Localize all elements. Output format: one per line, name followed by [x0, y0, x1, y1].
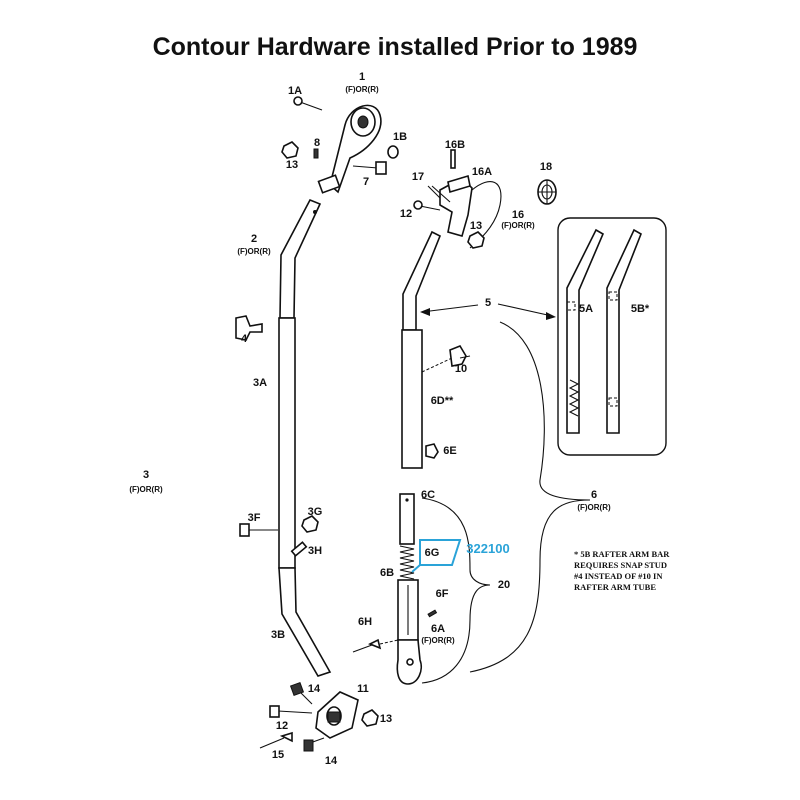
- note-line-2: REQUIRES SNAP STUD: [574, 560, 667, 570]
- part-3g-nut: [301, 515, 319, 533]
- part-6b-slide: [397, 579, 419, 641]
- label-17: 17: [412, 171, 424, 183]
- part-3h-pin: [290, 541, 308, 557]
- diagram-title: Contour Hardware installed Prior to 1989: [153, 33, 638, 61]
- label-2-sub: (F)OR(R): [237, 247, 271, 256]
- label-1: 1: [359, 71, 365, 83]
- label-5: 5: [485, 297, 491, 309]
- label-20: 20: [498, 579, 510, 591]
- part-6h-rivet: [352, 638, 399, 653]
- label-16a: 16A: [472, 166, 492, 178]
- brace-20: [421, 497, 491, 684]
- part-5-arrows: [420, 303, 556, 320]
- part-13-nut: [361, 709, 379, 727]
- part-18-wheel: [537, 179, 557, 205]
- label-3h: 3H: [308, 545, 322, 557]
- label-5b: 5B*: [631, 303, 650, 315]
- label-14-lower: 14: [325, 755, 338, 767]
- label-6d: 6D**: [431, 395, 454, 407]
- part-8-pin: [313, 148, 319, 159]
- part-10-snap-stud: [449, 345, 471, 367]
- label-12-upper: 12: [400, 208, 412, 220]
- part-3f-bolt: [239, 523, 278, 537]
- label-8: 8: [314, 137, 320, 149]
- note-line-3: #4 INSTEAD OF #10 IN: [574, 571, 663, 581]
- label-3: 3: [143, 469, 149, 481]
- note-line-1: * 5B RAFTER ARM BAR: [574, 549, 670, 559]
- label-1b: 1B: [393, 131, 407, 143]
- label-1-sub: (F)OR(R): [345, 85, 379, 94]
- part-1-bracket: [317, 104, 382, 194]
- part-number-322100: 322100: [466, 541, 509, 556]
- inset-box-5a-5b: [557, 217, 667, 456]
- label-10: 10: [455, 363, 467, 375]
- label-18: 18: [540, 161, 552, 173]
- brace-6: [469, 321, 591, 673]
- label-6h: 6H: [358, 616, 372, 628]
- part-1b-nut: [387, 145, 399, 159]
- part-11-bracket: [315, 691, 359, 739]
- part-7-bolt: [352, 161, 387, 175]
- label-6b: 6B: [380, 567, 394, 579]
- label-6g: 6G: [425, 547, 440, 559]
- label-12-lower: 12: [276, 720, 288, 732]
- part-5-rafter-arm: [402, 230, 442, 331]
- label-4: 4: [241, 333, 248, 345]
- part-12-bolt: [269, 705, 313, 718]
- part-13-nut: [467, 231, 485, 249]
- part-4-snap-stud: [235, 315, 263, 341]
- label-3a: 3A: [253, 377, 267, 389]
- label-3b: 3B: [271, 629, 285, 641]
- label-11: 11: [357, 683, 369, 695]
- label-3g: 3G: [308, 506, 323, 518]
- label-1a: 1A: [288, 85, 302, 97]
- label-3-sub: (F)OR(R): [129, 485, 163, 494]
- label-7: 7: [363, 176, 369, 188]
- part-6a-hook: [396, 639, 423, 685]
- label-6: 6: [591, 489, 597, 501]
- label-16: 16: [512, 209, 524, 221]
- part-17-rivets: [427, 185, 451, 203]
- part-6d-tube: [401, 329, 453, 469]
- label-13-upper: 13: [470, 220, 482, 232]
- part-6g-spring: [399, 545, 415, 580]
- label-6e: 6E: [443, 445, 456, 457]
- part-16-bracket: [439, 174, 502, 249]
- part-12-bolt: [413, 200, 441, 211]
- label-14-upper: 14: [308, 683, 321, 695]
- part-14-bolt: [303, 737, 325, 752]
- label-6f: 6F: [436, 588, 449, 600]
- label-13-lower: 13: [380, 713, 392, 725]
- label-5a: 5A: [579, 303, 593, 315]
- label-16-sub: (F)OR(R): [501, 221, 535, 230]
- label-6-sub: (F)OR(R): [577, 503, 611, 512]
- label-3f: 3F: [248, 512, 261, 524]
- note-line-4: RAFTER ARM TUBE: [574, 582, 656, 592]
- label-6a: 6A: [431, 623, 445, 635]
- label-13: 13: [286, 159, 298, 171]
- label-2: 2: [251, 233, 257, 245]
- part-2-arm-upper: [279, 198, 322, 319]
- label-16b: 16B: [445, 139, 465, 151]
- part-6c-collar: [399, 493, 415, 545]
- part-13-nut: [281, 141, 299, 159]
- part-6f-pin: [427, 609, 438, 618]
- part-3b-lower: [278, 567, 332, 677]
- label-6a-sub: (F)OR(R): [421, 636, 455, 645]
- part-16b-pin: [450, 149, 456, 169]
- part-15-rivet: [259, 731, 293, 749]
- part-1a-bolt: [293, 96, 323, 111]
- part-6g-callout: [411, 539, 462, 573]
- part-6e-snap: [425, 443, 439, 459]
- label-6c: 6C: [421, 489, 435, 501]
- part-14-bolt: [289, 681, 313, 705]
- part-3a-tube: [278, 317, 296, 569]
- label-15: 15: [272, 749, 284, 761]
